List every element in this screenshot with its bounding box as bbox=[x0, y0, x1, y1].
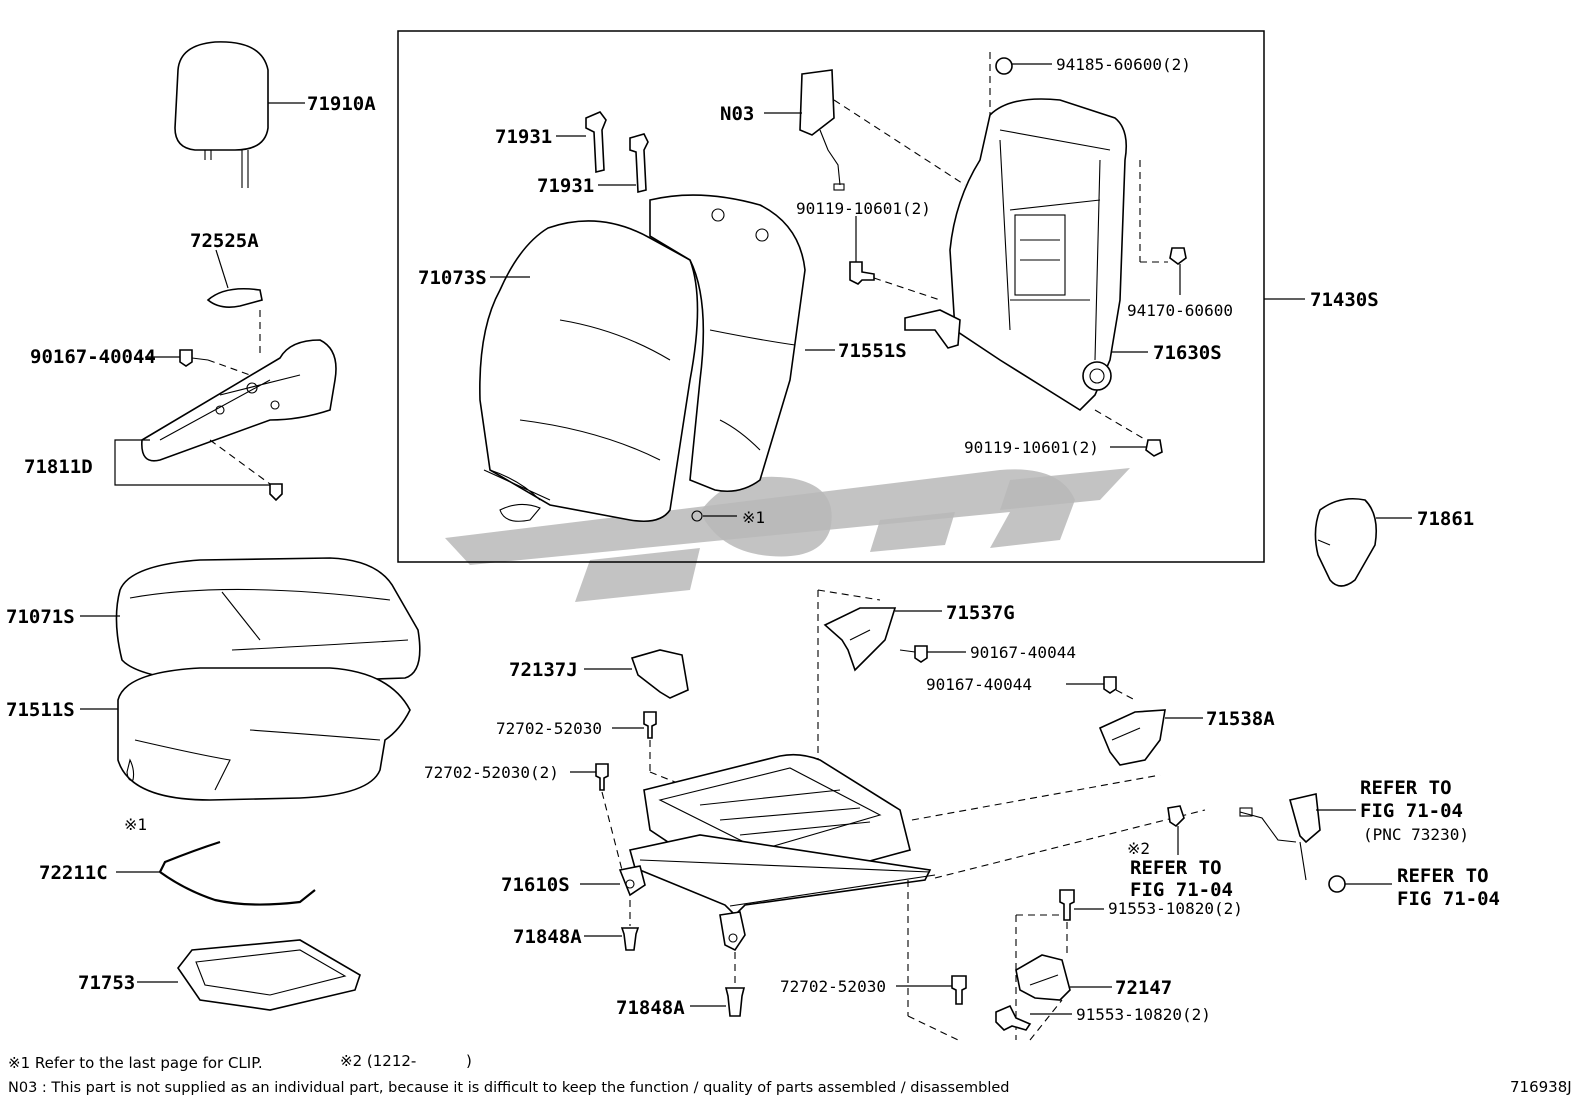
note-clip: ※1 Refer to the last page for CLIP. bbox=[8, 1054, 263, 1072]
clip-mark-left: ※1 bbox=[124, 815, 147, 834]
label-71848A-upper: 71848A bbox=[513, 926, 582, 948]
seat-belt-buckle-part bbox=[1239, 793, 1392, 893]
label-72147: 72147 bbox=[1115, 977, 1172, 999]
label-71848A-lower: 71848A bbox=[616, 997, 685, 1019]
label-90119-10601-lower: 90119-10601(2) bbox=[964, 438, 1099, 457]
label-71537G: 71537G bbox=[946, 602, 1015, 624]
seatback-frame-part bbox=[904, 98, 1148, 412]
label-90167-40044-left: 90167-40044 bbox=[30, 346, 156, 368]
cover-72137J bbox=[584, 649, 689, 699]
label-90167-40044-mid-lower: 90167-40044 bbox=[926, 675, 1032, 694]
label-72702-52030-upper: 72702-52030 bbox=[496, 719, 602, 738]
headrest-part bbox=[174, 41, 305, 188]
label-94185-60600: 94185-60600(2) bbox=[1056, 55, 1191, 74]
seat-wire-part bbox=[116, 840, 316, 906]
label-72702-52030-pair: 72702-52030(2) bbox=[424, 763, 559, 782]
label-91553-10820-lower: 91553-10820(2) bbox=[1076, 1005, 1211, 1024]
refer1-line2: FIG 71-04 bbox=[1130, 879, 1233, 901]
seatback-pad-part bbox=[649, 194, 835, 493]
nut-94170 bbox=[1139, 160, 1187, 295]
seatback-assembly-frame bbox=[397, 30, 1265, 563]
refer1-line1: REFER TO bbox=[1130, 857, 1222, 879]
clip-mark-center: ※1 bbox=[742, 508, 765, 527]
seat-track-adjuster-part bbox=[580, 753, 1206, 952]
recliner-knob-part bbox=[206, 249, 263, 358]
seat-cover-cap-part bbox=[1314, 497, 1412, 587]
note-date-close: ) bbox=[466, 1052, 472, 1070]
refer3-line1: REFER TO bbox=[1397, 865, 1489, 887]
label-N03: N03 bbox=[720, 103, 754, 125]
label-71630S: 71630S bbox=[1153, 342, 1222, 364]
watermark-logo bbox=[445, 468, 1130, 602]
label-71910A: 71910A bbox=[307, 93, 376, 115]
seat-tray-part bbox=[137, 939, 361, 1011]
bracket-71538A bbox=[1098, 709, 1203, 766]
headrest-guide-parts bbox=[556, 111, 649, 194]
label-72211C: 72211C bbox=[39, 862, 108, 884]
label-71753: 71753 bbox=[78, 972, 135, 994]
label-71073S: 71073S bbox=[418, 267, 487, 289]
bracket-72147 bbox=[1015, 914, 1112, 1040]
pin-71848A-upper bbox=[584, 900, 640, 951]
label-71931-lower: 71931 bbox=[537, 175, 594, 197]
refer2-line1: REFER TO bbox=[1360, 777, 1452, 799]
label-94170-60600: 94170-60600 bbox=[1127, 301, 1233, 320]
label-71430S: 71430S bbox=[1310, 289, 1379, 311]
refer3-line2: FIG 71-04 bbox=[1397, 888, 1500, 910]
refer2-line3: (PNC 73230) bbox=[1363, 825, 1469, 844]
label-71931-upper: 71931 bbox=[495, 126, 552, 148]
note-date: ※2 (1212- bbox=[340, 1052, 416, 1070]
refer2-line2: FIG 71-04 bbox=[1360, 800, 1463, 822]
screw-90167-left bbox=[145, 349, 251, 376]
seat-side-cover-part bbox=[114, 339, 337, 502]
label-71538A: 71538A bbox=[1206, 708, 1275, 730]
bolt-90119-upper bbox=[849, 216, 941, 301]
label-90167-40044-mid-upper: 90167-40044 bbox=[970, 643, 1076, 662]
label-71551S: 71551S bbox=[838, 340, 907, 362]
clip-symbol-center bbox=[691, 510, 737, 522]
clip-refer-part bbox=[1167, 805, 1185, 855]
side-airbag-part bbox=[764, 69, 966, 191]
bracket-71537G bbox=[817, 589, 942, 760]
label-90119-10601-upper: 90119-10601(2) bbox=[796, 199, 931, 218]
label-71071S: 71071S bbox=[6, 606, 75, 628]
screw-90167-mid-lower bbox=[1066, 676, 1136, 701]
note-n03: N03 : This part is not supplied as an in… bbox=[8, 1080, 1009, 1096]
seat-cushion-pad-part bbox=[80, 557, 421, 685]
bolt-90119-lower bbox=[1094, 409, 1163, 457]
label-72702-52030-lower: 72702-52030 bbox=[780, 977, 886, 996]
pin-71848A-lower bbox=[690, 952, 746, 1017]
label-72137J: 72137J bbox=[509, 659, 578, 681]
bolt-91553-upper bbox=[1059, 889, 1104, 955]
label-71511S: 71511S bbox=[6, 699, 75, 721]
bolt-91553-lower bbox=[995, 999, 1072, 1041]
label-71811D: 71811D bbox=[24, 456, 93, 478]
label-71610S: 71610S bbox=[501, 874, 570, 896]
seat-cushion-cover-part bbox=[80, 667, 411, 801]
label-72525A: 72525A bbox=[190, 230, 259, 252]
label-71861: 71861 bbox=[1417, 508, 1474, 530]
seatback-cover-part bbox=[479, 220, 699, 523]
figure-code: 716938J bbox=[1510, 1078, 1572, 1096]
label-91553-10820-upper: 91553-10820(2) bbox=[1108, 899, 1243, 918]
refer-mark-2: ※2 bbox=[1127, 839, 1150, 858]
bolt-72702-pair bbox=[570, 763, 623, 871]
bolt-72702-lower bbox=[896, 880, 967, 1041]
screw-90167-mid-upper bbox=[899, 645, 966, 663]
